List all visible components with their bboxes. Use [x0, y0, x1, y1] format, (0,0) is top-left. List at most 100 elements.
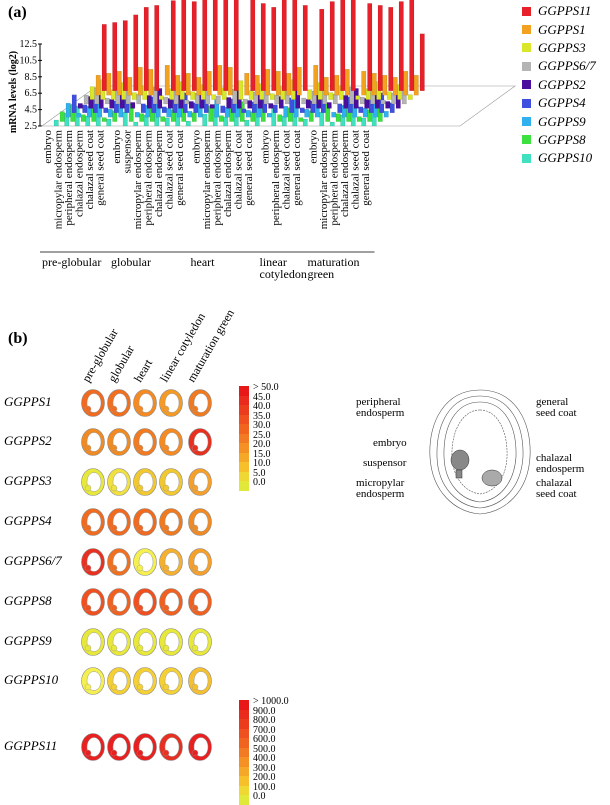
tissue-label: peripheral endosperm [329, 130, 341, 226]
legend-label: GGPPS11 [538, 3, 592, 19]
seed-heatmap-cell [188, 667, 212, 695]
bar-ggpps6-7 [232, 88, 238, 105]
bar-ggpps6-7 [380, 99, 386, 105]
legend-entry: GGPPS11 [522, 2, 596, 20]
bar-ggpps9 [266, 113, 272, 118]
bar-ggpps11 [223, 0, 229, 91]
bar-ggpps1 [127, 77, 133, 96]
legend-swatch [522, 61, 531, 71]
color-scale-swatch [239, 414, 249, 424]
seed-heatmap-cell [159, 468, 183, 496]
tissue-label: micropylar endosperm [201, 130, 213, 230]
bar-ggpps3 [328, 92, 334, 100]
y-tick-label: 12.5 [20, 39, 38, 50]
seed-heatmap-cell [107, 389, 131, 417]
bar-ggpps1 [382, 75, 388, 96]
diagram-label-chalazal-endo: chalazal endosperm [536, 452, 585, 475]
bar-ggpps1 [334, 75, 340, 96]
color-scale-swatch [239, 462, 249, 472]
color-scale-swatch [239, 757, 249, 767]
seed-heatmap-cell [133, 428, 157, 456]
bar-ggpps1 [95, 75, 101, 96]
bar-ggpps11 [319, 8, 325, 91]
bar-ggpps1 [254, 75, 260, 96]
bar-ggpps11 [191, 1, 197, 91]
legend-swatch [522, 6, 531, 16]
bar-ggpps3 [269, 93, 275, 100]
color-scale-label: 5.0 [253, 467, 266, 479]
gene-label: GGPPS10 [4, 672, 59, 687]
tissue-label: peripheral endosperm [212, 130, 224, 226]
seed-heatmap-cell [159, 628, 183, 656]
bar-ggpps4 [140, 103, 146, 113]
seed-heatmap-cell [188, 733, 212, 761]
seed-heatmap-cell [188, 468, 212, 496]
gene-label: GGPPS4 [4, 513, 52, 528]
bar-ggpps4 [272, 104, 278, 113]
bar-ggpps8 [101, 117, 107, 122]
seed-heatmap-cell [159, 508, 183, 536]
seed-heatmap-cell [81, 588, 105, 616]
bar-ggpps4 [82, 104, 88, 113]
stage-group-label: pre-globular [42, 255, 101, 269]
bar-ggpps9 [283, 106, 289, 118]
bar-ggpps1 [185, 73, 191, 96]
color-scale-swatch [239, 481, 249, 491]
tissue-label: chalazal endosperm [339, 130, 351, 217]
color-scale-swatch [239, 747, 249, 757]
bar-ggpps8 [59, 111, 65, 122]
seed-heatmap-cell [81, 508, 105, 536]
bar-ggpps10 [164, 117, 170, 127]
bar-ggpps6-7 [215, 95, 221, 105]
bar-ggpps9 [304, 109, 310, 118]
color-scale-label: 200.0 [253, 772, 276, 783]
gene-label: GGPPS3 [4, 473, 52, 488]
bar-ggpps10 [185, 120, 191, 127]
tissue-label: general seed coat [243, 130, 255, 206]
seed-heatmap-cell [107, 628, 131, 656]
y-tick-label: 2.5 [25, 121, 38, 132]
tissue-label: embryo [111, 130, 123, 164]
bar-ggpps4 [103, 107, 109, 113]
color-scale-swatch [239, 776, 249, 786]
bar-ggpps10 [202, 113, 208, 127]
tissue-label: chalazal endosperm [222, 130, 234, 217]
seed-heatmap-cell [107, 667, 131, 695]
seed-heatmap-cell [107, 468, 131, 496]
color-scale-swatch [239, 700, 249, 710]
gene-label: GGPPS6/7 [4, 553, 62, 568]
bar-ggpps9 [224, 107, 230, 118]
diagram-label-peripheral: peripheral endosperm [356, 396, 405, 419]
bar-ggpps11 [419, 33, 425, 91]
bar-ggpps6-7 [184, 99, 190, 105]
color-scale-swatch [239, 386, 249, 396]
bar-ggpps2 [385, 101, 391, 109]
bar-ggpps4 [337, 103, 343, 113]
color-scale-label: 30.0 [253, 420, 271, 431]
stage-group-label: cotyledon [260, 267, 307, 281]
bar-ggpps9 [331, 112, 337, 118]
color-scale-bar [239, 386, 249, 491]
bar-ggpps1 [286, 73, 292, 96]
bar-ggpps6-7 [301, 97, 307, 105]
bar-ggpps8 [218, 115, 224, 122]
seed-diagram [429, 389, 531, 515]
color-scale-swatch [239, 709, 249, 719]
bar-ggpps6-7 [242, 98, 248, 105]
bar-ggpps3 [89, 86, 95, 100]
legend-swatch [522, 117, 531, 127]
color-scale-swatch [239, 424, 249, 434]
bar-ggpps3 [211, 94, 217, 100]
bar-ggpps1 [175, 75, 181, 96]
bar-ggpps2 [130, 102, 136, 109]
legend-swatch [522, 25, 531, 35]
bar-ggpps8 [356, 116, 362, 122]
tissue-label: peripheral endosperm [143, 130, 155, 226]
seed-heatmap-cell [81, 389, 105, 417]
color-scale-label: 40.0 [253, 401, 271, 412]
gene-label: GGPPS1 [4, 394, 52, 409]
bar-ggpps9 [187, 111, 193, 118]
bar-ggpps10 [106, 118, 112, 127]
color-scale-swatch [239, 766, 249, 776]
